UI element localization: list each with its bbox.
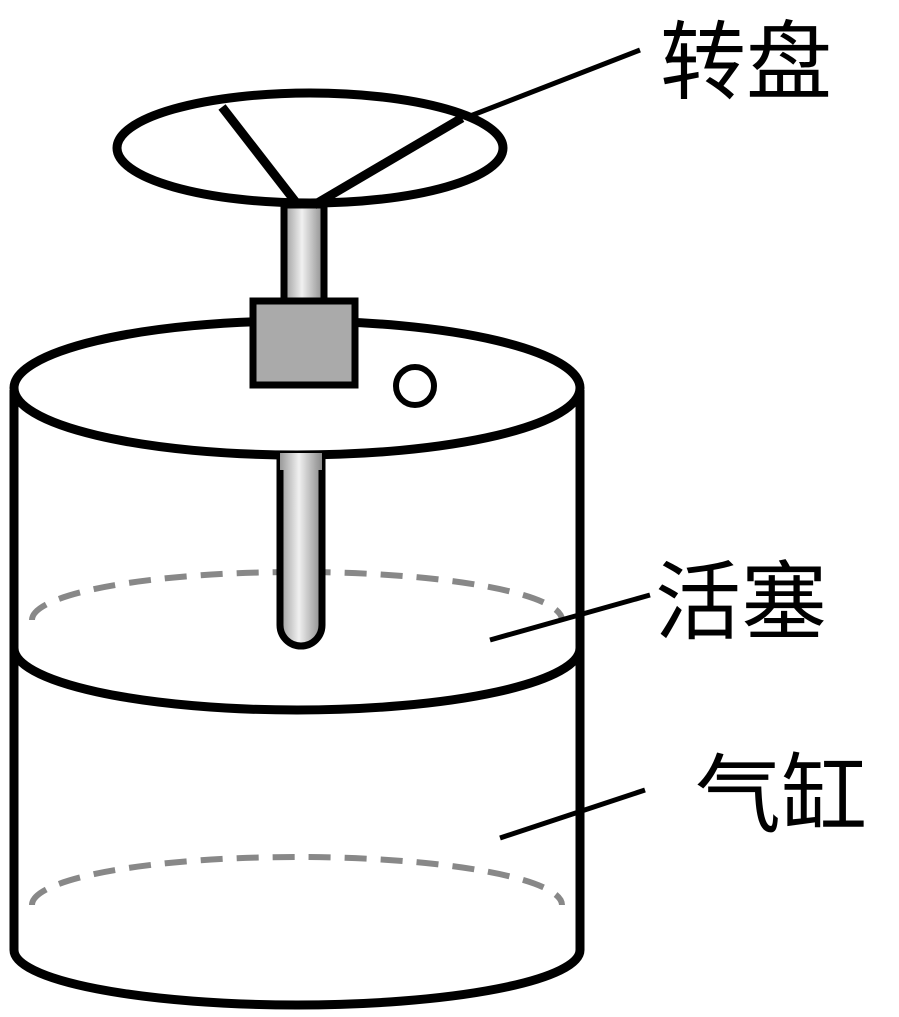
piston-rod — [276, 452, 326, 650]
cylinder — [9, 390, 585, 1010]
screw-block — [249, 297, 359, 389]
piston-back-dashed-edge — [29, 569, 565, 621]
upper-rod — [280, 201, 328, 309]
turntable-leader — [464, 47, 641, 121]
turntable-label: 转盘 — [660, 13, 832, 113]
turntable — [112, 88, 508, 209]
piston-leader — [489, 592, 651, 643]
vent-hole — [393, 364, 437, 408]
piston-label: 活塞 — [655, 553, 827, 653]
cylinder-leader — [499, 787, 646, 841]
piston-front-edge — [9, 647, 585, 715]
cylinder-label: 气缸 — [695, 746, 867, 846]
cylinder-bottom-dashed-edge — [29, 854, 565, 906]
